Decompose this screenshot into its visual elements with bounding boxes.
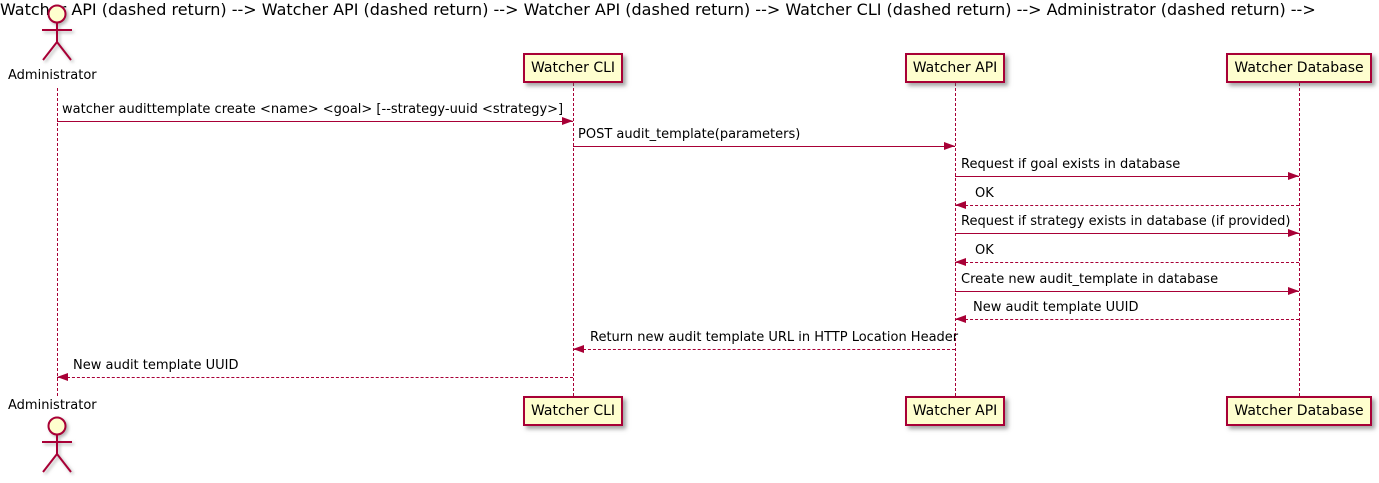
participant-box-watcher-cli-bottom: Watcher CLI	[523, 396, 623, 426]
participant-box-watcher-api-top: Watcher API	[905, 53, 1005, 83]
message-arrow	[57, 377, 573, 378]
message-arrow	[573, 146, 955, 147]
participant-box-watcher-cli-top: Watcher CLI	[523, 53, 623, 83]
message-arrow	[955, 205, 1299, 206]
participant-box-watcher-database-bottom: Watcher Database	[1226, 396, 1372, 426]
participant-box-watcher-api-bottom: Watcher API	[905, 396, 1005, 426]
lifeline-watcher-api	[955, 83, 956, 396]
message-arrow	[955, 319, 1299, 320]
message-arrow	[955, 176, 1299, 177]
actor-label-administrator-bottom: Administrator	[8, 398, 97, 413]
actor-administrator-icon	[42, 4, 72, 61]
arrowhead-right-icon	[1288, 287, 1299, 295]
message-arrow	[955, 291, 1299, 292]
message-label: Request if goal exists in database	[961, 157, 1181, 172]
lifeline-watcher-cli	[573, 83, 574, 396]
arrowhead-right-icon	[1288, 172, 1299, 180]
message-arrow	[955, 262, 1299, 263]
arrowhead-left-icon	[955, 201, 966, 209]
arrowhead-left-icon	[57, 373, 68, 381]
message-label: POST audit_template(parameters)	[578, 127, 801, 142]
message-label: OK	[975, 186, 994, 201]
message-arrow	[955, 233, 1299, 234]
actor-administrator-icon	[42, 416, 72, 473]
participant-box-watcher-database-top: Watcher Database	[1226, 53, 1372, 83]
arrowhead-right-icon	[944, 142, 955, 150]
message-arrow	[57, 121, 573, 122]
message-label: watcher audittemplate create <name> <goa…	[62, 102, 564, 117]
actor-label-administrator-top: Administrator	[8, 68, 97, 83]
message-label: New audit template UUID	[973, 300, 1139, 315]
message-label: OK	[975, 243, 994, 258]
message-label: Return new audit template URL in HTTP Lo…	[590, 330, 959, 345]
message-label: Create new audit_template in database	[961, 272, 1219, 287]
arrowhead-right-icon	[562, 117, 573, 125]
arrowhead-right-icon	[1288, 229, 1299, 237]
arrowhead-left-icon	[955, 258, 966, 266]
message-label: New audit template UUID	[73, 358, 239, 373]
lifeline-administrator	[57, 88, 58, 396]
lifeline-watcher-database	[1299, 83, 1300, 396]
arrowhead-left-icon	[955, 315, 966, 323]
message-arrow	[573, 349, 955, 350]
arrowhead-left-icon	[573, 345, 584, 353]
message-label: Request if strategy exists in database (…	[961, 214, 1291, 229]
